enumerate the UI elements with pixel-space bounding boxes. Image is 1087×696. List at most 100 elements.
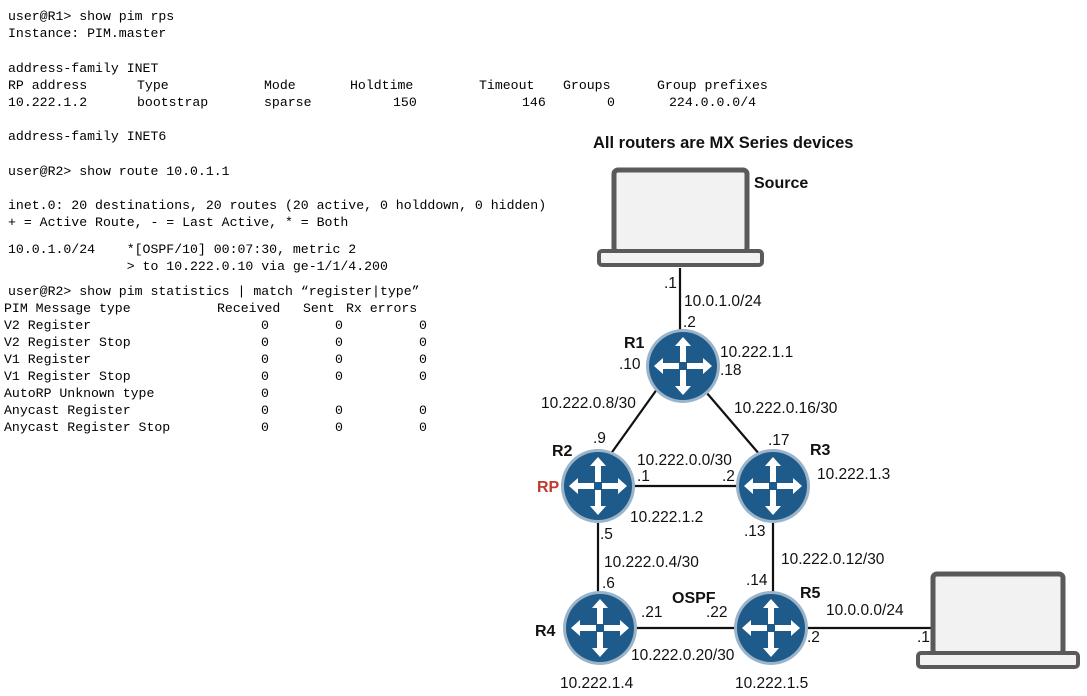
link-r3-r5-subnet: 10.222.0.12/30: [781, 551, 885, 568]
stats-row-value: 0: [261, 318, 269, 333]
rps-row-holdtime: 150: [393, 95, 417, 110]
rps-header-holdtime: Holdtime: [350, 78, 414, 93]
router-r2-name: R2: [552, 443, 573, 460]
link-r3-r5-addr-a: .13: [744, 523, 766, 540]
link-r2-r3-addr-a: .1: [637, 468, 650, 485]
stats-row-value: 0: [335, 420, 343, 435]
rp-label: RP: [537, 479, 560, 496]
stats-row-value: 0: [335, 335, 343, 350]
router-r5-loopback: 10.222.1.5: [735, 675, 808, 692]
rps-header-type: Type: [137, 78, 169, 93]
stats-row-value: 0: [335, 352, 343, 367]
stats-row-value: 0: [419, 369, 427, 384]
diagram-title: All routers are MX Series devices: [593, 134, 853, 152]
stats-row-message-type: AutoRP Unknown type: [4, 386, 155, 401]
link-r1-r3: [699, 384, 761, 456]
stats-header-rx-errors: Rx errors: [346, 301, 418, 316]
link-r4-r5-addr-a: .21: [641, 604, 663, 621]
link-r4-r5-subnet: 10.222.0.20/30: [631, 647, 735, 664]
link-r1-r3-subnet: 10.222.0.16/30: [734, 400, 838, 417]
rps-header-group-prefixes: Group prefixes: [657, 78, 768, 93]
link-r2-r3-addr-b: .2: [722, 468, 735, 485]
cli-route-summary: inet.0: 20 destinations, 20 routes (20 a…: [8, 198, 547, 213]
router-r4-loopback: 10.222.1.4: [560, 675, 634, 692]
stats-header-sent: Sent: [303, 301, 335, 316]
rps-row-rp-address: 10.222.1.2: [8, 95, 88, 110]
stats-row-value: 0: [419, 318, 427, 333]
stats-row-message-type: V2 Register: [4, 318, 92, 333]
router-r1-name: R1: [624, 335, 645, 352]
link-r5-receiver-subnet: 10.0.0.0/24: [826, 602, 904, 619]
cli-address-family-inet: address-family INET: [8, 61, 159, 76]
rps-header-timeout: Timeout: [479, 78, 535, 93]
source-laptop-icon: [597, 167, 764, 267]
rps-header-rp-address: RP address: [8, 78, 88, 93]
stats-row-value: 0: [335, 403, 343, 418]
link-source-r1-addr-a: .1: [664, 275, 677, 292]
link-r2-r3-subnet: 10.222.0.0/30: [637, 452, 732, 469]
link-r1-r2-addr-b: .9: [593, 430, 606, 447]
rps-header-groups: Groups: [563, 78, 611, 93]
link-r1-r2-subnet: 10.222.0.8/30: [541, 395, 636, 412]
cli-command-show-route: user@R2> show route 10.0.1.1: [8, 164, 230, 179]
router-r4-icon: [563, 591, 637, 665]
router-r1-loopback: 10.222.1.1: [720, 344, 793, 361]
stats-row-message-type: V1 Register: [4, 352, 92, 367]
router-r3-loopback: 10.222.1.3: [817, 466, 890, 483]
cli-address-family-inet6: address-family INET6: [8, 129, 167, 144]
cli-command-show-pim-rps: user@R1> show pim rps: [8, 9, 175, 24]
router-r2-loopback: 10.222.1.2: [630, 509, 703, 526]
link-r2-r4-addr-b: .6: [602, 575, 615, 592]
link-r1-r3-addr-a: .18: [720, 362, 742, 379]
router-r4-name: R4: [535, 623, 556, 640]
stats-row-value: 0: [261, 386, 269, 401]
receiver-laptop-icon: [916, 571, 1080, 669]
cli-route-entry: 10.0.1.0/24 *[OSPF/10] 00:07:30, metric …: [8, 242, 357, 257]
ospf-label: OSPF: [672, 590, 716, 607]
rps-row-groups: 0: [607, 95, 615, 110]
stats-row-value: 0: [261, 369, 269, 384]
router-r1-icon: [646, 329, 720, 403]
cli-route-next-hop: > to 10.222.0.10 via ge-1/1/4.200: [8, 259, 388, 274]
link-r1-r2: [609, 384, 661, 456]
link-source-r1-subnet: 10.0.1.0/24: [684, 293, 762, 310]
link-r3-r5-addr-b: .14: [746, 572, 768, 589]
stats-row-value: 0: [261, 335, 269, 350]
stats-row-value: 0: [335, 369, 343, 384]
link-source-r1-addr-b: .2: [683, 314, 696, 331]
router-r5-icon: [734, 591, 808, 665]
stats-row-value: 0: [419, 335, 427, 350]
stats-row-value: 0: [419, 352, 427, 367]
cli-output: user@R1> show pim rps Instance: PIM.mast…: [4, 9, 768, 435]
rps-header-mode: Mode: [264, 78, 296, 93]
stats-row-message-type: V1 Register Stop: [4, 369, 131, 384]
link-r5-receiver-addr-b: .1: [917, 629, 930, 646]
router-r3-name: R3: [810, 442, 831, 459]
stats-header-received: Received: [217, 301, 281, 316]
stats-header-message-type: PIM Message type: [4, 301, 131, 316]
link-r1-r3-addr-b: .17: [768, 432, 790, 449]
cli-route-legend: + = Active Route, - = Last Active, * = B…: [8, 215, 349, 230]
source-label: Source: [754, 175, 808, 192]
stats-row-value: 0: [261, 403, 269, 418]
stats-row-value: 0: [419, 420, 427, 435]
rps-row-group-prefixes: 224.0.0.0/4: [669, 95, 757, 110]
link-r2-r4-subnet: 10.222.0.4/30: [604, 554, 699, 571]
router-r3-icon: [736, 449, 810, 523]
link-r5-receiver-addr-a: .2: [807, 629, 820, 646]
stats-row-message-type: V2 Register Stop: [4, 335, 131, 350]
stats-row-message-type: Anycast Register Stop: [4, 420, 171, 435]
stats-row-value: 0: [261, 352, 269, 367]
stats-row-message-type: Anycast Register: [4, 403, 131, 418]
rps-row-type: bootstrap: [137, 95, 209, 110]
link-r2-r4-addr-a: .5: [600, 526, 613, 543]
link-r4-r5-addr-b: .22: [706, 604, 728, 621]
stats-row-value: 0: [335, 318, 343, 333]
router-r2-icon: [561, 449, 635, 523]
cli-command-show-pim-statistics: user@R2> show pim statistics | match “re…: [8, 284, 420, 299]
rps-row-mode: sparse: [264, 95, 312, 110]
router-r5-name: R5: [800, 585, 821, 602]
cli-instance-line: Instance: PIM.master: [8, 26, 167, 41]
stats-row-value: 0: [419, 403, 427, 418]
